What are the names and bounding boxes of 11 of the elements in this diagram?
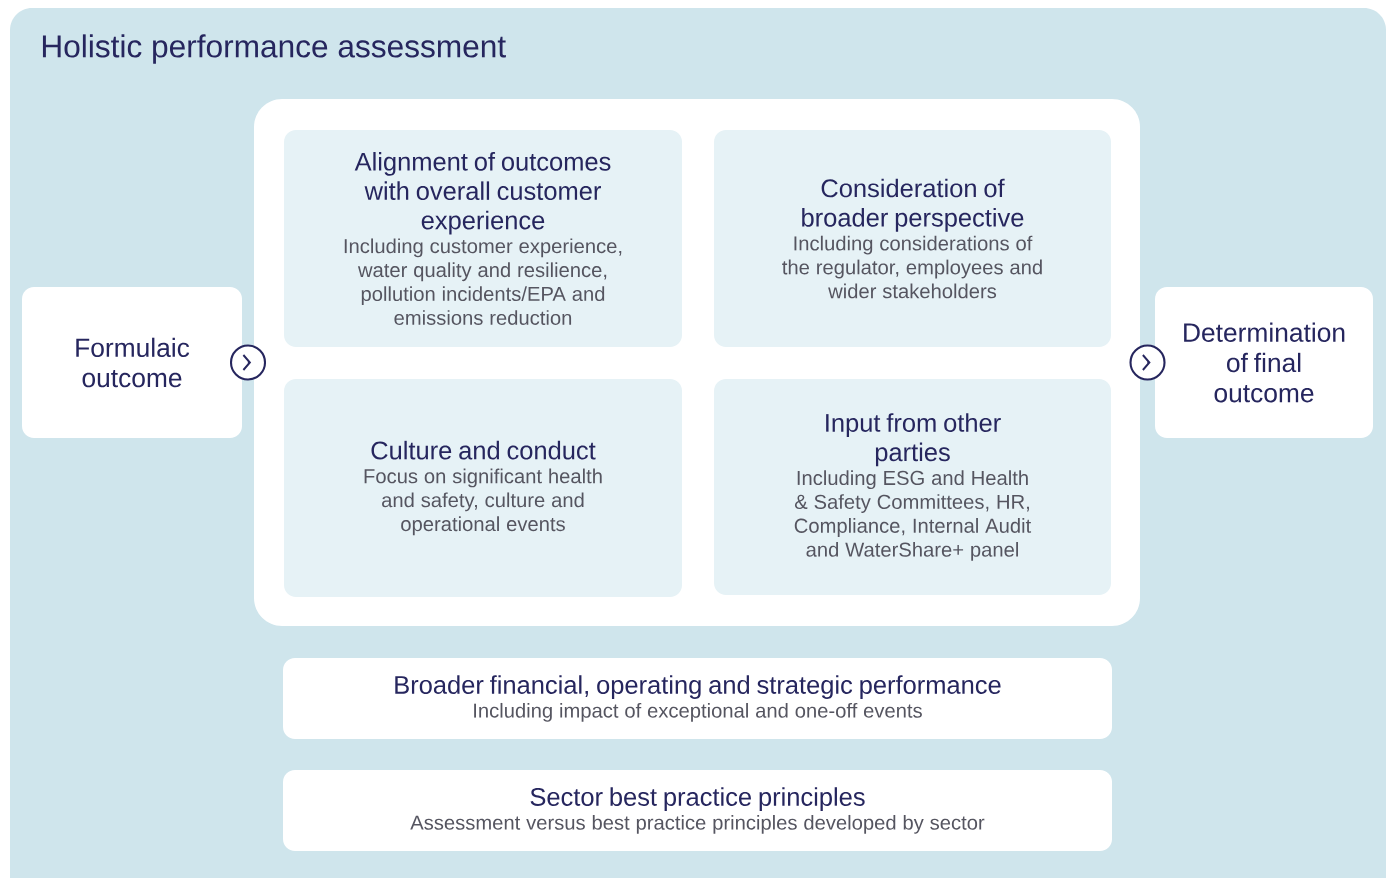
- process-box: Determination of final outcome: [1155, 287, 1373, 438]
- process-box: Culture and conduct Focus on significant health and safety, culture and operational events: [284, 379, 682, 597]
- panel-heading: Holistic performance assessment: [42, 34, 506, 64]
- process-box: Alignment of outcomes with overall customer experience Including customer experience, water quality and resilience, pollution incidents/EPA and emissions reduction: [284, 130, 682, 347]
- process-box: Sector best practice principles Assessment versus best practice principles developed by sector: [283, 770, 1112, 851]
- process-box: Broader financial, operating and strategic performance Including impact of exceptional and one-off events: [283, 658, 1112, 739]
- process-box: Formulaic outcome: [22, 287, 242, 438]
- chevron-arrow: [1129, 344, 1166, 381]
- process-box: Consideration of broader perspective Including considerations of the regulator, employees and wider stakeholders: [714, 130, 1111, 347]
- process-box: Input from other parties Including ESG and Health & Safety Committees, HR, Compliance, Internal Audit and WaterShare+ panel: [714, 379, 1111, 595]
- chevron-arrow: [229, 344, 267, 381]
